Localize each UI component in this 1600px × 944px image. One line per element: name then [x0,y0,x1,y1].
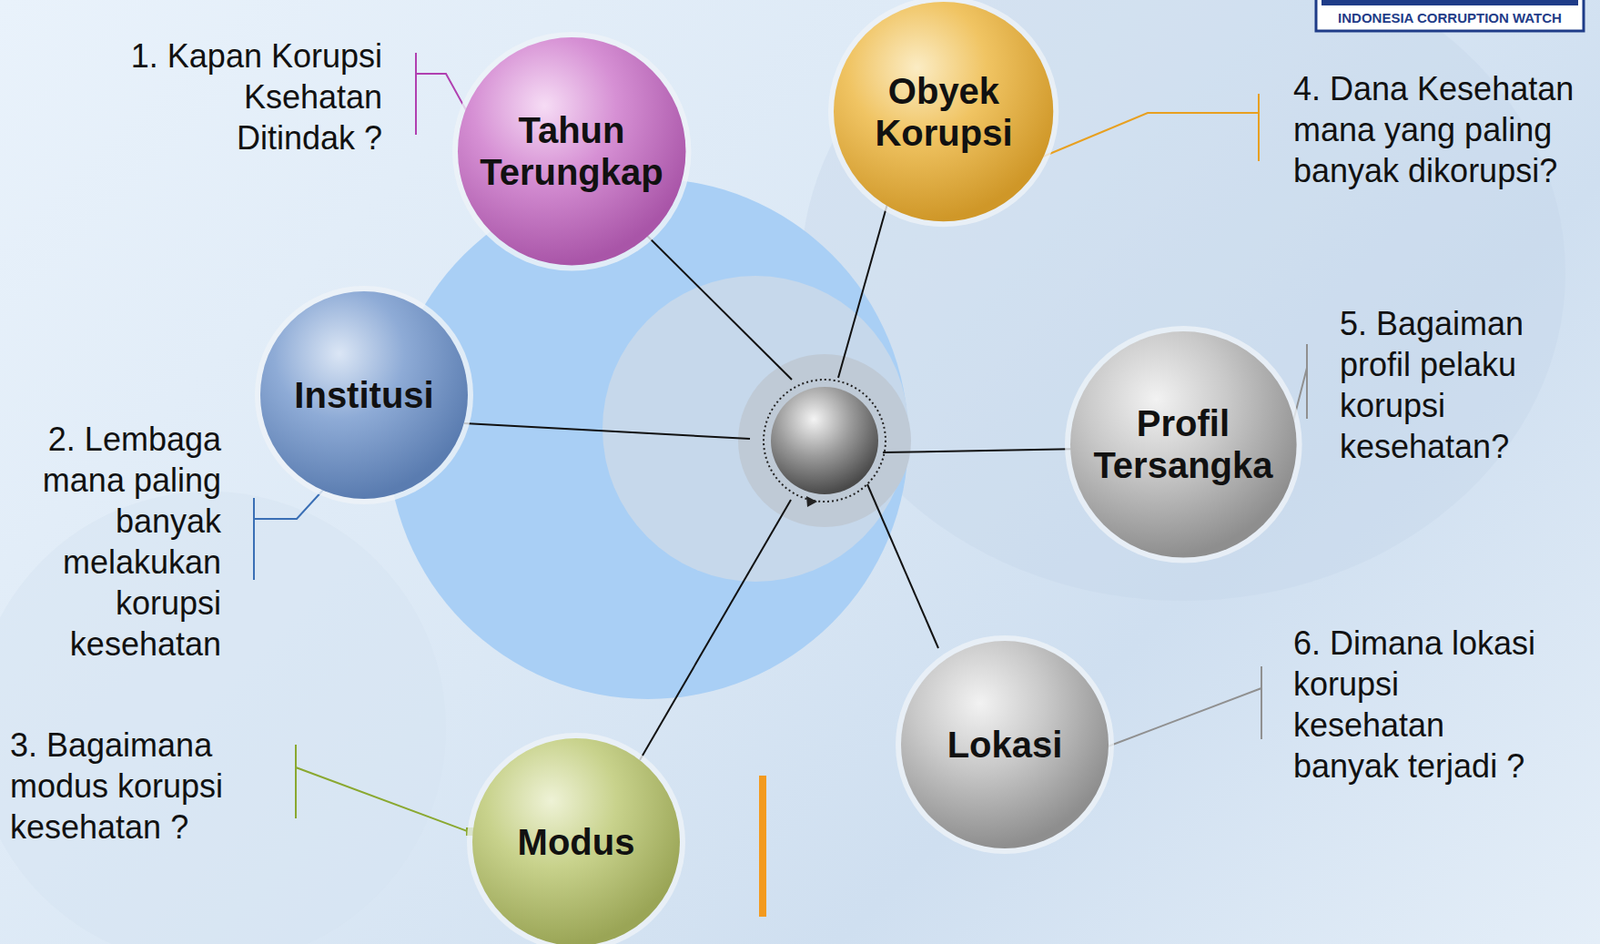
node-label: Lokasi [909,723,1101,766]
sphere-halo [466,732,686,944]
sphere-halo [828,0,1059,228]
spoke [882,448,1084,453]
sphere-body [472,738,680,944]
sphere-node: Tahun Terungkap [457,37,686,265]
spoke [867,484,939,649]
question-text: 5. Bagaiman profil pelaku korupsi keseha… [1339,303,1550,467]
logo-text: INDONESIA CORRUPTION WATCH [1316,10,1584,27]
sphere-node: Lokasi [901,640,1109,849]
question-text: 1. Kapan Korupsi Ksehatan Ditindak ? [118,35,383,159]
question-text: 3. Bagaimana modus korupsi kesehatan ? [10,724,238,848]
sphere-halo [452,31,691,271]
sphere-body [260,291,468,499]
sphere-node: Institusi [260,291,468,499]
sphere-body [833,1,1054,222]
question-text: 2. Lembaga mana paling banyak melakukan … [30,418,222,665]
sphere-shape [457,37,686,265]
sphere-body [901,640,1109,849]
center-sphere [770,386,879,495]
leaders [253,52,1307,832]
sphere-text-wrap: Institusi [268,374,460,416]
sphere-node: Modus [472,738,680,944]
spoke [838,203,888,378]
sphere-text-wrap: Modus [480,820,672,863]
dotted-ring [763,379,886,502]
center-halo [738,354,912,527]
question-text: 4. Dana Kesehatan mana yang paling banya… [1293,68,1585,192]
sphere-node: Profil Tersangka [1070,331,1297,558]
leader-line [1103,666,1262,749]
sphere-halo [1064,325,1303,564]
leader-line [1032,93,1259,162]
logo-box [1316,0,1584,31]
leader-line [295,744,470,832]
spoke [639,499,791,760]
node-label: Obyek Korupsi [848,70,1040,154]
sphere-text-wrap: Tahun Terungkap [471,109,672,193]
sphere-text-wrap: Profil Tersangka [1083,402,1283,487]
outer-blue-circle [387,178,909,699]
orange-bar [759,775,767,917]
node-label: Profil Tersangka [1083,402,1283,487]
sphere-text-wrap: Obyek Korupsi [848,70,1040,154]
sphere-shape [1070,331,1297,558]
spoke [640,229,792,380]
sphere-body [1070,331,1297,558]
ring-arrow [806,496,818,507]
sphere-node: Obyek Korupsi [833,1,1054,222]
node-label: Tahun Terungkap [471,109,672,193]
node-label: Modus [480,820,672,863]
sphere-halo [895,635,1114,854]
sphere-halo [254,285,474,505]
logo-top [1321,0,1579,6]
node-label: Institusi [268,374,460,416]
sphere-text-wrap: Lokasi [909,723,1101,766]
sphere-body [457,37,686,265]
spoke [464,423,750,439]
question-text: 6. Dimana lokasi korupsi kesehatan banya… [1293,622,1549,787]
sphere-shape [833,1,1054,222]
